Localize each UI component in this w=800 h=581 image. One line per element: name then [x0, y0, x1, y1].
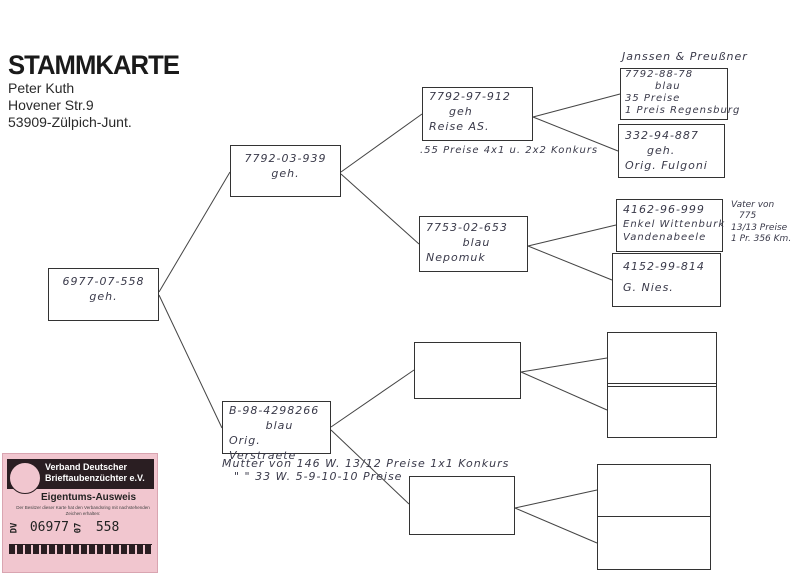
pigeon-box-fmf: 4162-96-999 Enkel Wittenburk Vandenabeel…	[616, 199, 726, 252]
color: geh.	[647, 143, 676, 157]
lineage: Enkel Wittenburk	[623, 218, 726, 230]
org-name-1: Verband Deutscher	[45, 462, 128, 472]
pigeon-name: Nepomuk	[426, 250, 486, 264]
side-note-line: Vater von	[731, 200, 775, 210]
ring-number: 332-94-887	[625, 129, 699, 142]
ownership-card: Verband Deutscher Brieftaubenzüchter e.V…	[2, 453, 158, 573]
pigeon-logo-icon	[9, 462, 41, 494]
pigeon-box-father-mother: 7753-02-653 blau Nepomuk	[419, 216, 528, 272]
ring-year: 07	[73, 522, 84, 533]
ring-number: 558	[95, 520, 120, 535]
color: geh.	[271, 166, 300, 180]
owner-city: 53909-Zülpich-Junt.	[8, 114, 132, 130]
pigeon-name: G. Nies.	[623, 280, 674, 294]
divider	[598, 516, 710, 517]
prize-note: 1 Preis Regensburg	[625, 105, 741, 116]
color: blau	[265, 418, 294, 432]
color: blau	[462, 235, 491, 249]
card-fine-print: Der Besitzer dieser Karte hat den Verban…	[16, 505, 150, 516]
card-pattern	[9, 544, 152, 554]
pigeon-box-mother: B-98-4298266 blau Orig. Verstraete	[222, 401, 331, 462]
pigeon-box-mf-pair	[607, 332, 717, 438]
ring-prefix: DV	[9, 522, 20, 533]
side-note-line: 775	[739, 211, 757, 222]
pigeon-box-father: 7792-03-939 geh.	[230, 145, 341, 197]
side-note-line: 13/13 Preise	[731, 222, 788, 233]
pigeon-name: Orig. Fulgoni	[625, 158, 708, 172]
ring-number: 6977-07-558	[62, 275, 145, 288]
side-note-line: 1 Pr. 356 Km.	[731, 233, 792, 244]
pigeon-name: Vandenabeele	[623, 232, 707, 244]
ring-number: 7792-88-78	[625, 69, 694, 80]
prizes: 35 Preise	[625, 93, 681, 104]
color: geh	[449, 104, 473, 118]
ring-number: 7792-97-912	[429, 90, 511, 103]
ring-code: DV 06977 07 558	[9, 520, 153, 535]
ring-number: 7792-03-939	[244, 152, 327, 165]
pigeon-box-mother-mother	[409, 476, 515, 535]
card-title: Eigentums-Ausweis	[41, 492, 137, 503]
ring-number: 4152-99-814	[623, 260, 705, 273]
owner-street: Hovener Str.9	[8, 97, 94, 113]
pigeon-box-father-father: 7792-97-912 geh Reise AS.	[422, 87, 533, 141]
father-father-note: .55 Preise 4x1 u. 2x2 Konkurs	[420, 145, 599, 156]
pigeon-box-fmm: 4152-99-814 G. Nies.	[612, 253, 721, 307]
pigeon-name: Orig. Verstraete	[229, 433, 297, 462]
org-name-2: Brieftaubenzüchter e.V.	[45, 473, 145, 484]
owner-name: Peter Kuth	[8, 80, 75, 96]
ring-number: B-98-4298266	[229, 404, 320, 417]
pigeon-box-ffm: 332-94-887 geh. Orig. Fulgoni	[618, 124, 725, 178]
color: geh.	[89, 289, 118, 303]
divider	[608, 386, 716, 387]
mother-note-2: " " 33 W. 5-9-10-10 Preise	[234, 470, 403, 483]
pigeon-name: Reise AS.	[429, 119, 490, 133]
fmf-side-note: Vater von 775 13/13 Preise 1 Pr. 356 Km.	[731, 200, 791, 245]
ring-number: 7753-02-653	[426, 221, 508, 234]
mother-note-1: Mutter von 146 W. 13/12 Preise 1x1 Konku…	[222, 457, 510, 470]
pigeon-box-root: 6977-07-558 geh.	[48, 268, 159, 321]
divider	[608, 383, 716, 384]
breeder-note: Janssen & Preußner	[622, 50, 748, 63]
ring-club: 06977	[29, 520, 69, 535]
pigeon-box-mother-father	[414, 342, 521, 399]
document-title: STAMMKARTE	[8, 50, 180, 80]
ring-number: 4162-96-999	[623, 203, 705, 216]
pigeon-box-mm-pair	[597, 464, 711, 570]
color: blau	[655, 81, 681, 92]
pigeon-box-fff: 7792-88-78 blau 35 Preise 1 Preis Regens…	[620, 68, 741, 120]
